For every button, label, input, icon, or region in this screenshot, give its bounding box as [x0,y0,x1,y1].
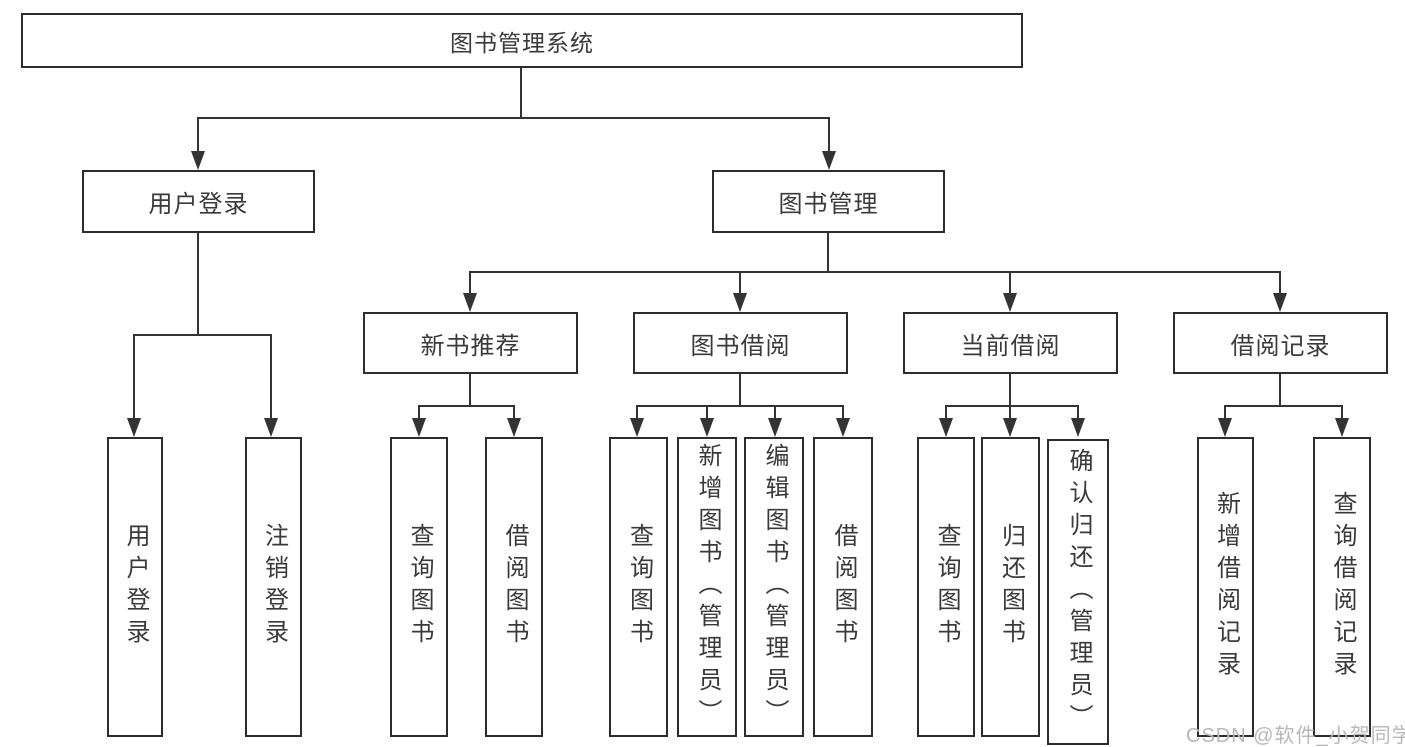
leaf-add-book-admin: 新增图书（管理员） [677,437,737,737]
node-current-borrowing: 当前借阅 [903,312,1118,374]
leaf-confirm-return-admin: 确认归还（管理员） [1047,439,1109,745]
leaf-edit-book-admin: 编辑图书（管理员） [744,437,804,737]
node-library-management-system: 图书管理系统 [21,13,1023,68]
node-new-book-recommendation: 新书推荐 [363,312,578,374]
leaf-query-books-borrowing: 查询图书 [609,437,668,737]
leaf-return-book: 归还图书 [981,437,1040,737]
leaf-borrow-books-recommend: 借阅图书 [485,437,543,737]
arrowheads [127,151,1349,437]
leaf-user-login-label: 用户登录 [122,523,149,651]
node-book-borrowing: 图书借阅 [633,312,848,374]
leaf-query-books-recommend-label: 查询图书 [406,523,433,651]
leaf-add-book-admin-label: 新增图书（管理员） [694,443,721,731]
leaf-query-books-borrowing-label: 查询图书 [625,523,653,651]
leaf-edit-book-admin-label: 编辑图书（管理员） [761,443,788,731]
leaf-add-borrow-record-label: 新增借阅记录 [1212,491,1240,683]
leaf-borrow-books-recommend-label: 借阅图书 [501,523,528,651]
node-book-management: 图书管理 [712,170,945,233]
tree-edges [133,68,1343,422]
leaf-query-borrow-record: 查询借阅记录 [1313,437,1371,737]
node-user-login: 用户登录 [82,170,315,233]
leaf-user-login: 用户登录 [107,437,163,737]
csdn-watermark: CSDN @软件_小贺同学 [1186,725,1405,747]
node-borrowing-records: 借阅记录 [1173,312,1388,374]
leaf-add-borrow-record: 新增借阅记录 [1197,437,1254,737]
leaf-query-books-recommend: 查询图书 [390,437,448,737]
leaf-logout-label: 注销登录 [260,523,288,651]
leaf-query-books-current-label: 查询图书 [933,523,960,651]
leaf-query-borrow-record-label: 查询借阅记录 [1329,491,1356,683]
leaf-logout: 注销登录 [245,437,302,737]
leaf-borrow-books: 借阅图书 [813,437,873,737]
leaf-return-book-label: 归还图书 [997,523,1025,651]
leaf-confirm-return-admin-label: 确认归还（管理员） [1065,448,1092,736]
leaf-query-books-current: 查询图书 [917,437,975,737]
leaf-borrow-books-label: 借阅图书 [830,523,857,651]
